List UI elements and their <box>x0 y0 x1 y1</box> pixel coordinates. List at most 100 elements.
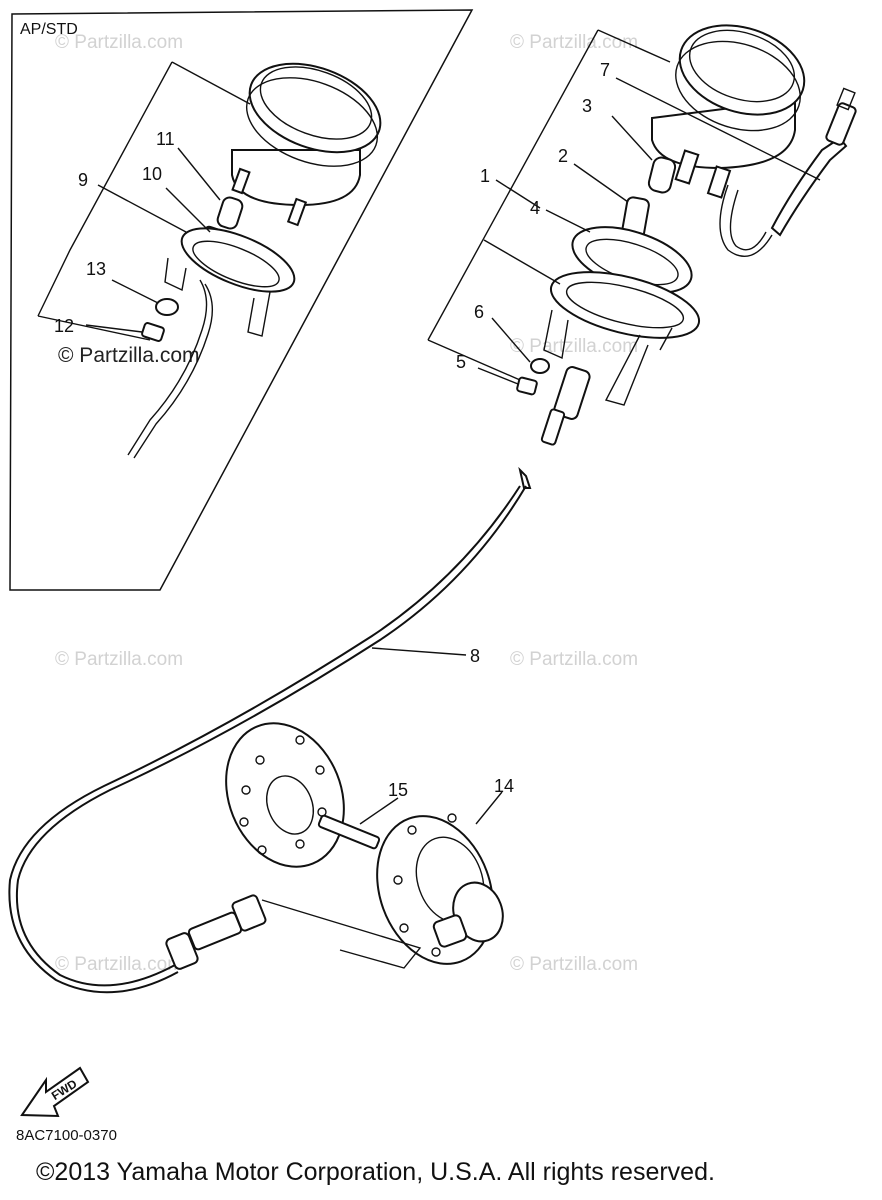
diagram-code: 8AC7100-0370 <box>16 1127 117 1144</box>
callout-15: 15 <box>388 780 408 800</box>
watermark: © Partzilla.com <box>55 32 183 53</box>
speedometer-stud <box>674 149 700 185</box>
callout-12: 12 <box>54 316 74 336</box>
watermark: © Partzilla.com <box>55 954 183 975</box>
callout-14: 14 <box>494 776 514 796</box>
watermark: © Partzilla.com <box>510 336 638 357</box>
fwd-arrow-icon <box>20 1066 90 1118</box>
inset-wire <box>127 279 208 456</box>
watermark-dark: © Partzilla.com <box>58 344 200 367</box>
cable-end-ferrule <box>187 911 243 951</box>
callout-2: 2 <box>558 146 568 166</box>
bracket-leg <box>543 309 569 360</box>
damper-ring <box>180 227 296 293</box>
cable-outer <box>16 485 527 987</box>
bulb <box>216 196 244 230</box>
grommet <box>155 298 179 316</box>
watermark: © Partzilla.com <box>510 954 638 975</box>
callout-5: 5 <box>456 352 466 372</box>
leader-line <box>177 147 221 201</box>
callout-8: 8 <box>470 646 480 666</box>
speedometer-rim <box>678 24 806 116</box>
leader-line <box>545 209 591 233</box>
bracket-leg <box>659 327 673 351</box>
callout-7: 7 <box>600 60 610 80</box>
watermarks: © Partzilla.com © Partzilla.com © Partzi… <box>55 32 638 975</box>
drive-gear-assembly: 15 14 <box>225 722 514 969</box>
group-bracket <box>427 29 599 341</box>
inset-border <box>9 9 474 591</box>
nut <box>516 376 538 396</box>
leader-line <box>475 791 503 825</box>
callout-6: 6 <box>474 302 484 322</box>
inset-bracket-damper <box>127 227 296 459</box>
housing-holes <box>393 813 457 957</box>
leader-line <box>615 77 821 181</box>
leader-line <box>85 324 143 333</box>
meter-stud <box>231 167 251 195</box>
drive-disc <box>225 722 345 868</box>
callout-11: 11 <box>156 129 175 149</box>
watermark: © Partzilla.com <box>55 649 183 670</box>
watermark: © Partzilla.com <box>510 649 638 670</box>
cable-end-knurl <box>231 894 267 932</box>
lead-tip <box>836 87 856 111</box>
gear-housing-port <box>432 914 468 948</box>
lead-connector <box>825 102 857 146</box>
section-label: AP/STD <box>20 21 78 38</box>
leader-line <box>495 179 541 209</box>
meter-bracket-inner <box>565 281 685 329</box>
inset-bracket-top <box>171 61 251 105</box>
drive-disc-hub <box>266 775 314 835</box>
harness-wire <box>729 189 767 251</box>
cable-end-nut <box>165 932 199 970</box>
bracket-leg <box>164 257 187 292</box>
group-bracket-bottom <box>427 339 521 381</box>
bracket-leg <box>604 334 649 406</box>
damper-inner <box>192 240 280 288</box>
inset-speedometer <box>231 62 382 227</box>
leader-line <box>165 187 211 233</box>
leader-line <box>491 317 531 363</box>
leader-line <box>359 797 399 825</box>
cable-tip <box>518 466 532 489</box>
cable-coupling-neck <box>540 408 566 446</box>
cable-inner <box>8 485 521 994</box>
bulb <box>647 156 677 194</box>
leader-line <box>477 367 519 385</box>
bracket-leg <box>247 291 271 337</box>
inset-bracket-bottom <box>37 315 151 341</box>
group-bracket <box>261 899 422 969</box>
meter-rim <box>248 62 382 154</box>
leader-line <box>573 163 629 203</box>
callout-4: 4 <box>530 198 540 218</box>
grommet <box>530 358 550 374</box>
speedometer-stud <box>706 165 732 199</box>
nut <box>141 322 165 342</box>
leader-line <box>611 115 653 161</box>
drive-shaft <box>317 814 381 850</box>
speedometer-band <box>675 40 801 132</box>
ap-std-inset: AP/STD <box>9 9 474 591</box>
meter-cable: 8 <box>8 466 532 994</box>
callout-9: 9 <box>78 170 88 190</box>
leader-line <box>111 279 159 304</box>
inset-bracket <box>37 61 173 317</box>
meter-bracket <box>549 271 701 339</box>
callout-13: 13 <box>86 259 106 279</box>
callout-10: 10 <box>142 164 162 184</box>
leader-line <box>483 239 561 285</box>
callout-3: 3 <box>582 96 592 116</box>
copyright-notice: ©2013 Yamaha Motor Corporation, U.S.A. A… <box>36 1158 715 1186</box>
group-bracket-top <box>597 29 671 63</box>
fwd-arrow: FWD <box>20 1066 90 1118</box>
callout-1: 1 <box>480 166 490 186</box>
harness-wire <box>719 184 773 258</box>
leader-line <box>371 647 467 656</box>
meter-stud <box>286 197 308 227</box>
meter-band <box>245 77 379 167</box>
leader-line <box>97 184 187 233</box>
watermark: © Partzilla.com <box>510 32 638 53</box>
main-speedometer-group: 7 3 2 1 4 6 5 <box>427 24 857 446</box>
